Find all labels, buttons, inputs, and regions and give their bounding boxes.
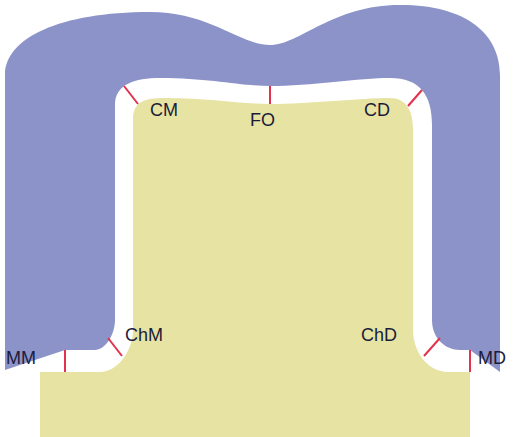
measurement-label: MM — [6, 348, 36, 368]
measure-line — [124, 86, 138, 104]
measurement-label: ChD — [361, 325, 397, 345]
measurement-label: FO — [250, 110, 275, 130]
prepared-tooth — [40, 98, 470, 437]
measurement-label: MD — [478, 348, 506, 368]
measure-line — [269, 86, 271, 104]
measurement-label: ChM — [125, 325, 163, 345]
measurement-label: CD — [364, 100, 390, 120]
measure-line — [408, 90, 422, 106]
measurement-label: CM — [150, 100, 178, 120]
measure-line — [469, 350, 471, 372]
measure-line — [108, 338, 122, 356]
measure-line — [64, 350, 66, 372]
measure-line — [424, 338, 440, 356]
measurement-lines — [65, 86, 470, 372]
